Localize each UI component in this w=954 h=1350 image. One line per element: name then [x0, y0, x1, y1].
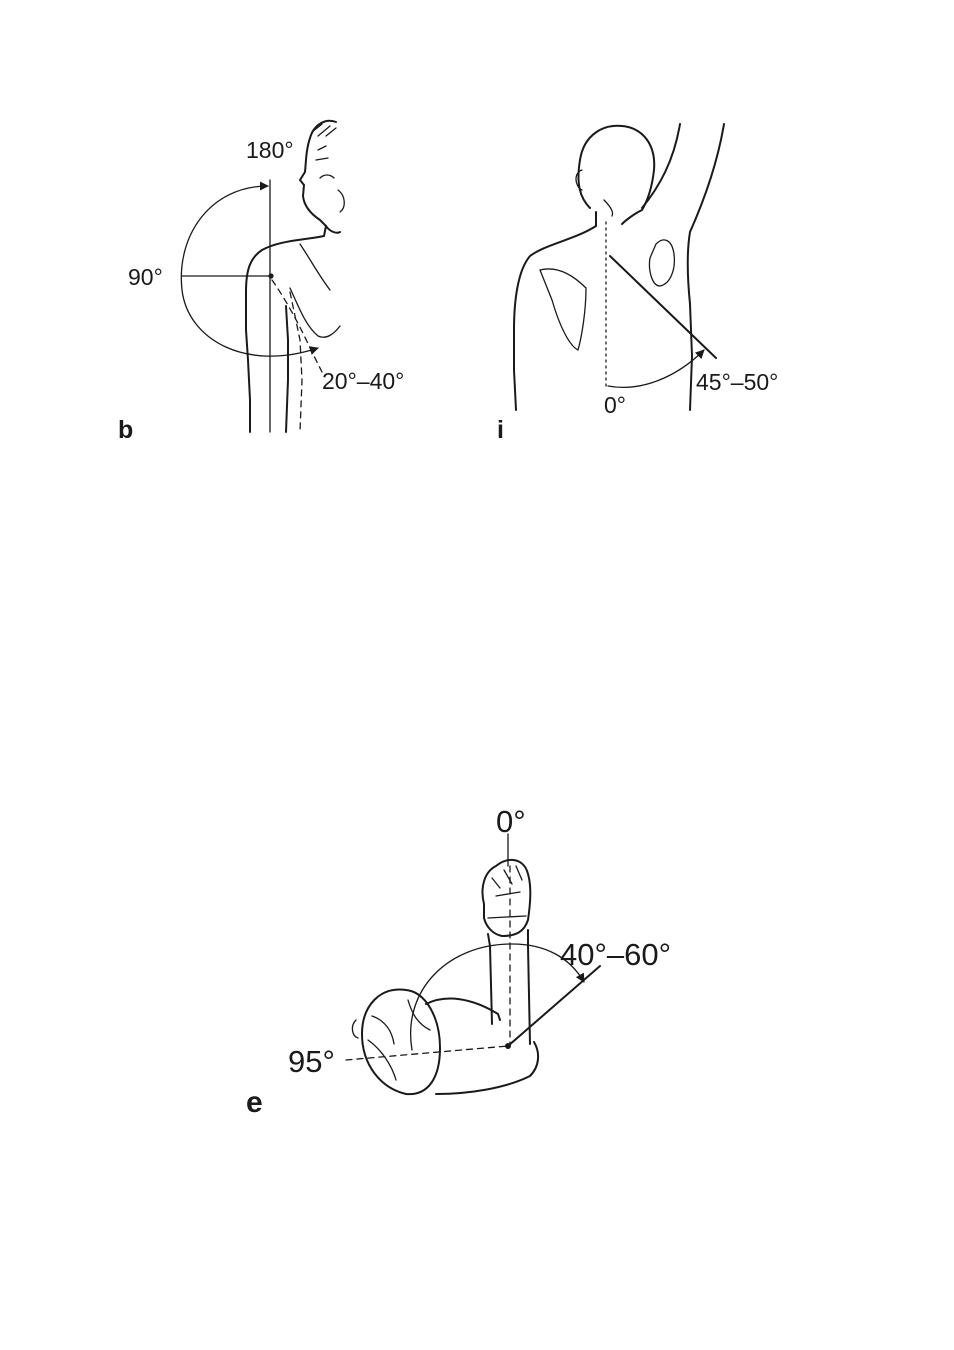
angle-label-0: 0°	[604, 392, 626, 418]
ear-top	[351, 1019, 359, 1039]
panel-label-b: b	[118, 416, 133, 444]
torso-right	[689, 303, 693, 411]
angle-label-extension: 20°–40°	[322, 368, 404, 394]
raised-arm	[641, 123, 725, 305]
rotation-arc	[410, 943, 585, 1051]
figure-i-back-view: 0° 45°–50° i	[497, 123, 778, 444]
rotation-line	[507, 965, 601, 1047]
shoulder-blade-right	[648, 239, 676, 287]
figure-b-shoulder-flexion: 180° 90° 20°–40° b	[118, 119, 404, 444]
panel-label-e: e	[246, 1086, 263, 1119]
ear-mark	[337, 189, 345, 213]
horizontal-axis-line	[345, 1045, 509, 1061]
panel-label-i: i	[497, 416, 504, 444]
eye-mark	[319, 174, 335, 179]
hair-strokes	[367, 999, 431, 1081]
forearm-outline	[489, 945, 531, 1045]
ear-left	[575, 169, 583, 191]
angle-label-95: 95°	[288, 1044, 335, 1079]
head-top-outline	[361, 988, 441, 1096]
angle-label-90: 90°	[128, 264, 163, 290]
wrist-line	[487, 929, 529, 947]
fist-outline	[481, 858, 532, 937]
flexion-arc	[180, 181, 319, 357]
angle-label-range-e: 40°–60°	[560, 937, 671, 972]
hair-lines	[311, 123, 337, 161]
neck-shoulder-left	[513, 211, 597, 411]
angle-label-0-e: 0°	[496, 804, 526, 839]
arm-back-edge	[285, 305, 289, 433]
hair-mark	[603, 199, 614, 217]
angle-label-180: 180°	[246, 137, 294, 163]
shoulder-outline	[425, 997, 540, 1095]
knuckle-lines	[487, 865, 527, 919]
shoulder-pivot-point	[268, 273, 274, 279]
angle-arm-line	[609, 255, 717, 359]
neck-shoulder-outline	[245, 225, 327, 433]
head-profile-outline	[299, 119, 341, 234]
abduction-arc	[607, 349, 705, 388]
shoulder-blade-left	[539, 268, 587, 351]
angle-label-range: 45°–50°	[696, 369, 778, 395]
head-back-outline	[577, 124, 656, 225]
figure-e-top-view: 0° 40°–60° 95° e	[246, 804, 671, 1119]
